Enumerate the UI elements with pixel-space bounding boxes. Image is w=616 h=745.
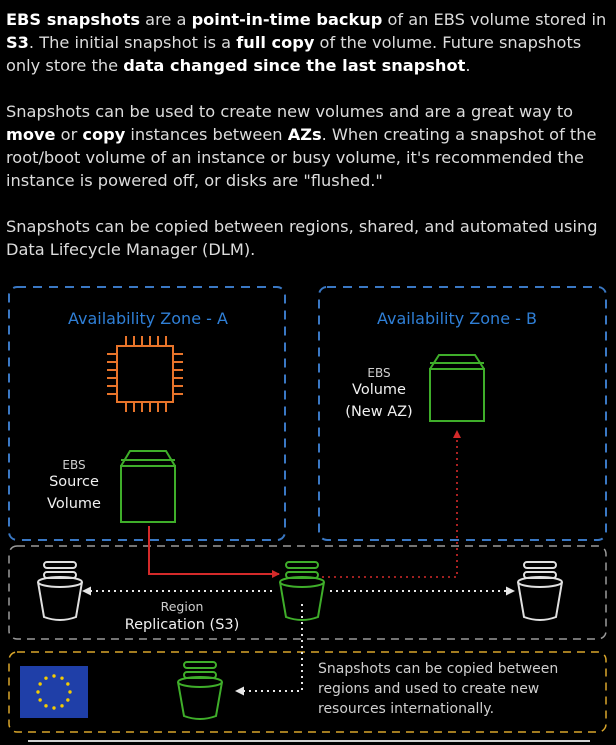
intro-paragraph-2: Snapshots can be used to create new volu… — [6, 102, 597, 190]
volume-restore-arrow — [322, 430, 461, 578]
eu-star — [44, 704, 48, 708]
international-note: Snapshots can be copied between regions … — [318, 661, 559, 717]
eu-star — [60, 704, 64, 708]
eu-star — [66, 698, 70, 702]
term-copy: copy — [82, 125, 126, 144]
eu-star — [60, 676, 64, 680]
term-point-in-time: point-in-time backup — [191, 10, 383, 29]
eu-star — [52, 706, 56, 710]
intro-paragraph-3: Snapshots can be copied between regions,… — [6, 217, 598, 259]
eu-star — [38, 682, 42, 686]
source-volume-service-label: EBS — [62, 458, 86, 472]
s3-bucket-right-icon — [517, 561, 563, 621]
source-volume-name: Source Volume — [47, 474, 101, 512]
eu-star — [66, 682, 70, 686]
s3-bucket-center-icon — [279, 561, 325, 621]
new-volume-name: Volume (New AZ) — [345, 382, 413, 420]
ec2-instance-icon — [107, 336, 183, 412]
new-volume-service-label: EBS — [367, 366, 391, 380]
snapshot-create-arrow — [148, 526, 280, 578]
intro-paragraph-1: EBS snapshots are a point-in-time backup… — [6, 10, 607, 75]
intro-text: EBS snapshots are a point-in-time backup… — [6, 8, 610, 261]
term-move: move — [6, 125, 56, 144]
term-ebs-snapshots: EBS snapshots — [6, 10, 141, 29]
region-box — [8, 545, 607, 640]
eu-star — [52, 674, 56, 678]
eu-star — [44, 676, 48, 680]
eu-star — [36, 690, 40, 694]
term-s3: S3 — [6, 33, 29, 52]
s3-bucket-left-icon — [37, 561, 83, 621]
eu-flag-icon — [20, 666, 88, 718]
source-volume-icon — [120, 450, 176, 523]
zone-b-label: Availability Zone - B — [377, 309, 537, 328]
s3-bucket-international-icon — [177, 661, 223, 720]
term-azs: AZs — [287, 125, 322, 144]
term-full-copy: full copy — [236, 33, 315, 52]
eu-star — [38, 698, 42, 702]
region-label: Region — [160, 599, 204, 614]
eu-star — [68, 690, 72, 694]
new-volume-icon — [429, 354, 485, 422]
zone-b-box — [318, 286, 607, 541]
zone-a-label: Availability Zone - A — [68, 309, 228, 328]
international-box — [8, 651, 607, 733]
term-data-changed: data changed since the last snapshot — [123, 56, 466, 75]
zone-a-box — [8, 286, 286, 541]
replication-label: Replication (S3) — [124, 617, 240, 633]
